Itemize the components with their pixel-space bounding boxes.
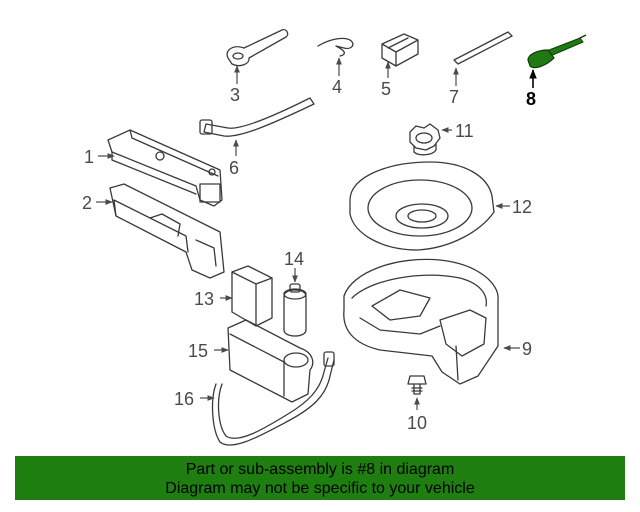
callout-13: 13 <box>194 289 214 309</box>
info-banner: Part or sub-assembly is #8 in diagram Di… <box>15 456 625 500</box>
part-2-tray <box>109 183 225 279</box>
callout-8: 8 <box>526 89 536 109</box>
callout-1: 1 <box>84 147 94 167</box>
part-8-highlighted <box>527 34 587 69</box>
callout-16: 16 <box>174 389 194 409</box>
part-12-cover <box>349 161 495 251</box>
banner-line-1: Part or sub-assembly is #8 in diagram <box>185 461 455 478</box>
callout-10: 10 <box>407 413 427 433</box>
part-16-strap <box>211 351 335 446</box>
part-9-foam-tray <box>343 258 499 385</box>
callout-2: 2 <box>82 193 92 213</box>
callout-15: 15 <box>188 341 208 361</box>
callout-12: 12 <box>512 197 532 217</box>
part-10-bolt <box>407 375 427 395</box>
callout-11: 11 <box>455 121 474 141</box>
part-14-canister <box>283 283 307 337</box>
part-3-wrench <box>226 28 289 67</box>
callout-4: 4 <box>332 77 342 97</box>
part-11-knob <box>409 123 441 156</box>
callout-6: 6 <box>229 158 239 178</box>
callout-14: 14 <box>284 249 304 269</box>
parts-diagram: 3 4 5 7 8 6 11 <box>82 28 587 446</box>
part-4-clip <box>317 37 354 57</box>
part-13-box <box>231 265 273 327</box>
callout-7: 7 <box>449 87 459 107</box>
part-6-bar <box>199 97 315 137</box>
callout-3: 3 <box>230 85 240 105</box>
callout-5: 5 <box>381 79 391 99</box>
part-7-rod <box>453 31 513 65</box>
part-15-container <box>227 319 314 403</box>
part-1-jack <box>107 129 223 207</box>
part-5-bracket <box>381 33 419 67</box>
banner-line-2: Diagram may not be specific to your vehi… <box>165 480 475 497</box>
callout-9: 9 <box>522 339 532 359</box>
